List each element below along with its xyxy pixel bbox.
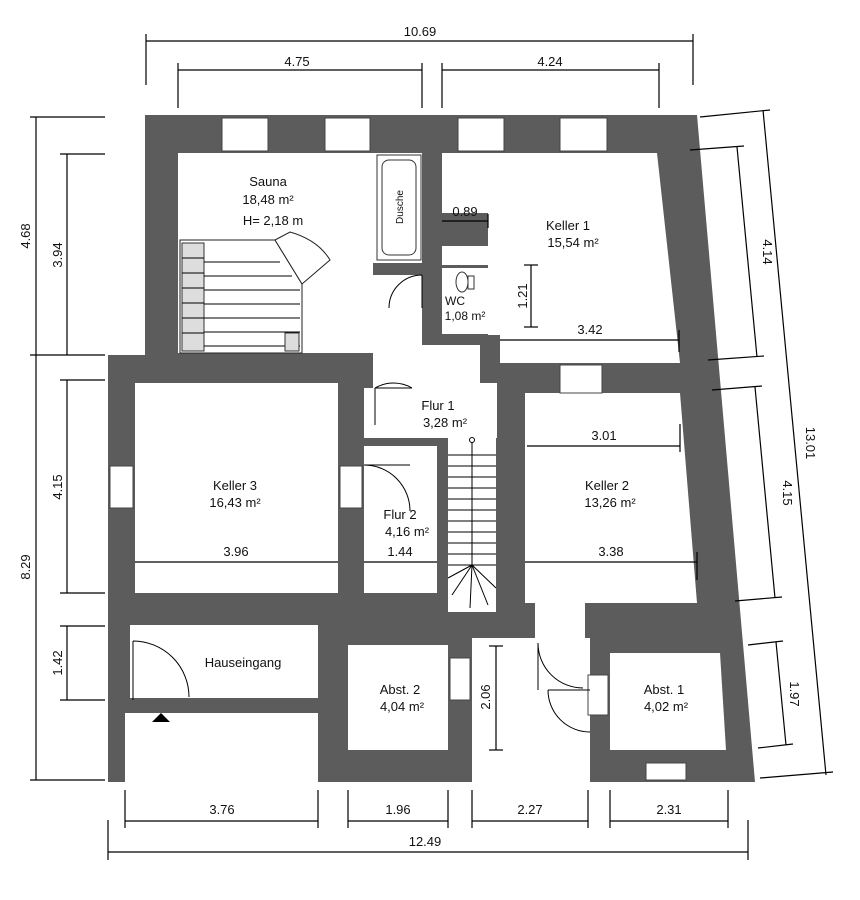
dusche-label: Dusche xyxy=(395,190,406,224)
dim-left-entry: 1.42 xyxy=(50,650,65,675)
dim-left-top-inner: 3.94 xyxy=(50,242,65,267)
window xyxy=(339,465,363,509)
dim-bottom-3: 2.27 xyxy=(517,802,542,817)
dim-right-keller2: 4.15 xyxy=(780,480,795,505)
dim-inner-301: 3.01 xyxy=(591,428,616,443)
window xyxy=(324,117,371,152)
flur1-name: Flur 1 xyxy=(421,398,454,413)
flur2-name: Flur 2 xyxy=(383,507,416,522)
abst2-area: 4,04 m² xyxy=(380,699,425,714)
dim-inner-396: 3.96 xyxy=(223,544,248,559)
dim-right-total: 13.01 xyxy=(803,427,818,460)
window xyxy=(645,762,687,781)
dim-left-top: 4.68 xyxy=(18,223,33,248)
dim-left-bottom: 8.29 xyxy=(18,554,33,579)
dim-left-keller3: 4.15 xyxy=(50,474,65,499)
dim-top-total: 10.69 xyxy=(404,24,437,39)
window xyxy=(221,117,269,152)
windows xyxy=(109,117,687,781)
dim-top-right: 4.24 xyxy=(537,54,562,69)
keller2-area: 13,26 m² xyxy=(584,495,636,510)
dim-inner-121: 1.21 xyxy=(515,283,530,308)
flur2-area: 4,16 m² xyxy=(385,524,430,539)
dim-bottom-2: 1.96 xyxy=(385,802,410,817)
window xyxy=(457,117,505,152)
shower-tub: Dusche xyxy=(376,154,422,261)
keller2-name: Keller 2 xyxy=(585,478,629,493)
dim-inner-338: 3.38 xyxy=(598,544,623,559)
window xyxy=(587,674,609,716)
abst1-name: Abst. 1 xyxy=(644,682,684,697)
sauna-bench xyxy=(179,231,331,354)
dim-inner-342: 3.42 xyxy=(577,322,602,337)
dim-bottom-1: 3.76 xyxy=(209,802,234,817)
dim-right-keller1: 4.14 xyxy=(760,239,775,264)
wc-name: WC xyxy=(445,294,465,308)
sauna-area: 18,48 m² xyxy=(242,192,294,207)
keller3-area: 16,43 m² xyxy=(209,495,261,510)
sauna-height: H= 2,18 m xyxy=(243,213,303,228)
window xyxy=(109,465,134,509)
dim-bottom-4: 2.31 xyxy=(656,802,681,817)
doors xyxy=(132,274,591,733)
keller1-name: Keller 1 xyxy=(546,218,590,233)
window xyxy=(559,364,603,394)
sauna-name: Sauna xyxy=(249,174,287,189)
hauseingang-name: Hauseingang xyxy=(205,655,282,670)
toilet xyxy=(455,271,475,293)
wc-area: 1,08 m² xyxy=(445,309,486,323)
keller3-name: Keller 3 xyxy=(213,478,257,493)
keller1-area: 15,54 m² xyxy=(547,235,599,250)
dim-inner-206: 2.06 xyxy=(478,684,493,709)
dimension-labels: 10.69 4.75 4.24 3.76 1.96 2.27 2.31 12.4… xyxy=(18,23,818,849)
room-interiors xyxy=(125,153,726,788)
room-labels: Sauna 18,48 m² H= 2,18 m Keller 1 15,54 … xyxy=(205,174,689,714)
dimension-lines xyxy=(30,34,834,860)
window xyxy=(449,657,471,701)
window xyxy=(559,117,608,152)
abst1-area: 4,02 m² xyxy=(644,699,689,714)
dim-inner-144: 1.44 xyxy=(387,544,412,559)
dim-inner-089: 0.89 xyxy=(452,204,477,219)
abst2-name: Abst. 2 xyxy=(380,682,420,697)
staircase xyxy=(447,437,497,609)
dim-bottom-total: 12.49 xyxy=(409,834,442,849)
dim-right-abst1: 1.97 xyxy=(787,681,802,706)
flur1-area: 3,28 m² xyxy=(423,415,468,430)
dim-top-left: 4.75 xyxy=(284,54,309,69)
